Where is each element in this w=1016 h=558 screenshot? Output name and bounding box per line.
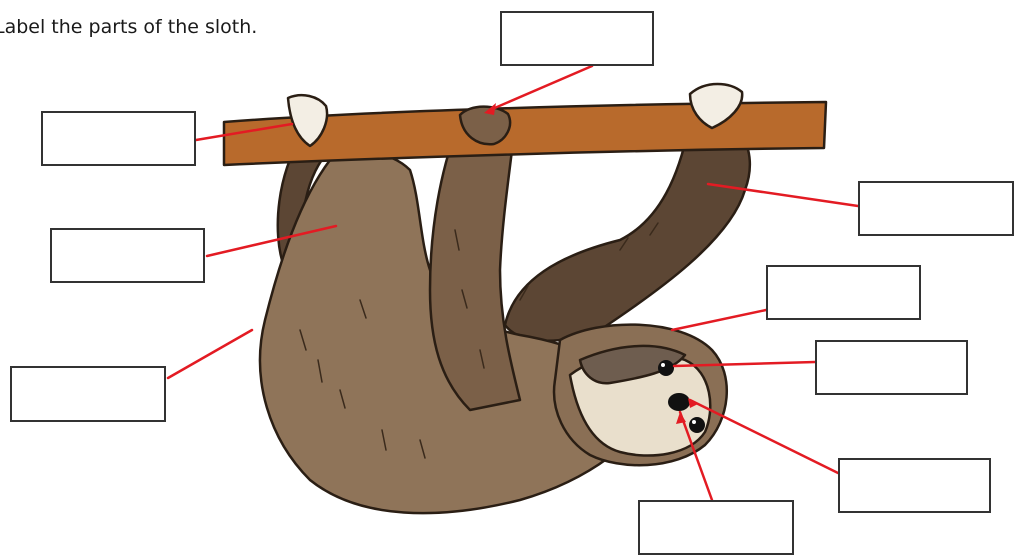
label-box-mouth[interactable] — [638, 500, 794, 555]
right-eye — [658, 360, 674, 376]
leader-line-5 — [672, 310, 766, 330]
label-box-top[interactable] — [500, 11, 654, 66]
label-box-body[interactable] — [50, 228, 205, 283]
sloth-nose — [668, 393, 690, 411]
label-box-eye[interactable] — [815, 340, 968, 395]
right-arm — [430, 120, 520, 410]
leader-line-1 — [490, 66, 592, 110]
label-box-nose[interactable] — [838, 458, 991, 513]
label-box-head[interactable] — [766, 265, 921, 320]
label-box-back-leg[interactable] — [858, 181, 1014, 236]
label-box-arm[interactable] — [10, 366, 166, 422]
left-eye — [689, 417, 705, 433]
label-box-left-claw[interactable] — [41, 111, 196, 166]
leader-line-7 — [168, 330, 252, 378]
